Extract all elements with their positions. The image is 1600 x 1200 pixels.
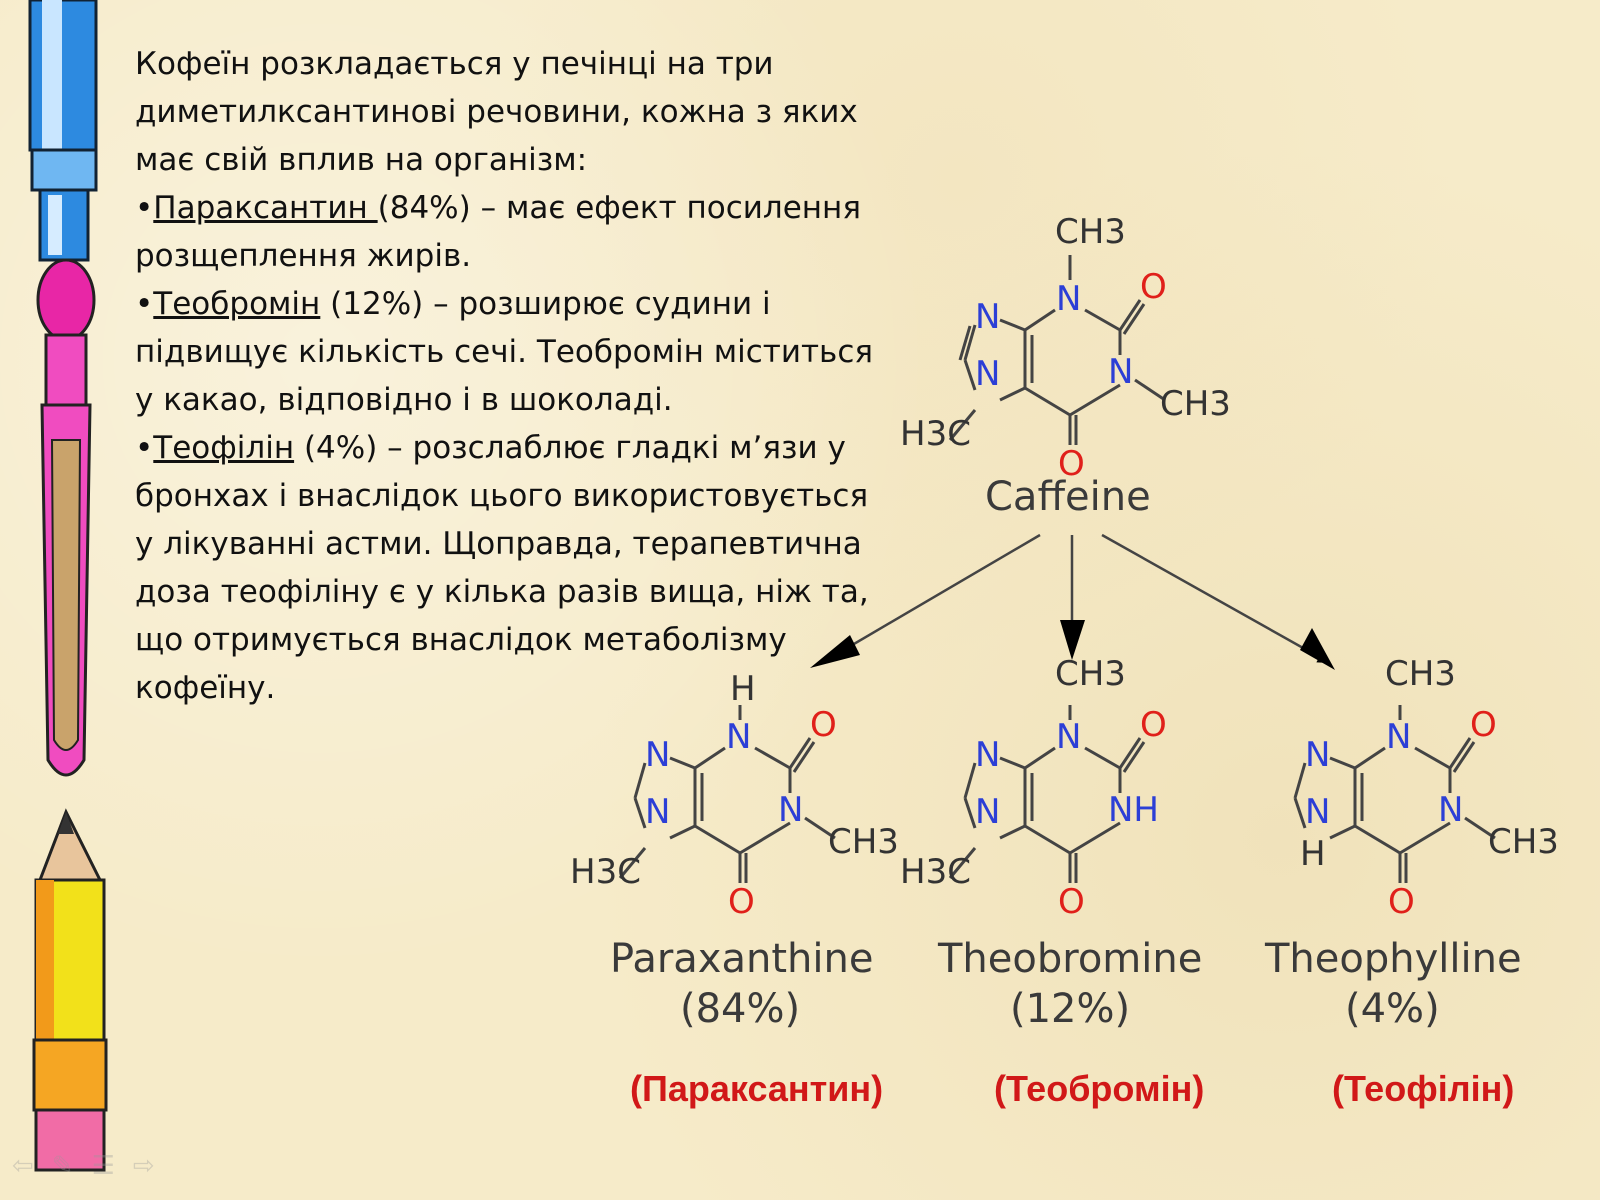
atom-n1: N — [1056, 717, 1081, 757]
atom-o-top: O — [1470, 705, 1497, 745]
atom-n7: N — [645, 735, 670, 775]
description-text: Кофеїн розкладається у печінці на три ди… — [135, 40, 895, 712]
atom-h: H — [730, 669, 756, 709]
paraxanthine-label: Paraxanthine — [610, 936, 873, 982]
atom-o-top: O — [1140, 267, 1167, 307]
forward-arrow-icon[interactable]: ⇨ — [132, 1150, 155, 1180]
paraxanthine-ukr-label: (Параксантин) — [630, 1068, 884, 1109]
art-tools-decoration — [28, 0, 108, 1172]
atom-n1: N — [1386, 717, 1411, 757]
atom-ch3-top: CH3 — [1055, 654, 1126, 694]
atom-nh: NH — [1108, 790, 1159, 830]
atom-n1: N — [726, 717, 751, 757]
atom-h3c: H3C — [900, 852, 971, 892]
paraxanthine-structure: H N O N CH3 O N N H3C — [570, 669, 899, 922]
term-paraxanthine: Параксантин — [153, 190, 378, 226]
atom-n7: N — [975, 297, 1000, 337]
theophylline-structure: CH3 N O N CH3 O N N H — [1293, 654, 1559, 922]
atom-n3: N — [1108, 352, 1133, 392]
menu-icon[interactable]: ☰ — [91, 1150, 115, 1180]
theophylline-percent: (4%) — [1345, 986, 1440, 1032]
list-item-theophylline: •Теофілін (4%) – розслаблює гладкі м’язи… — [135, 430, 869, 706]
metabolism-arrows — [828, 533, 1330, 664]
atom-ch3: CH3 — [828, 822, 899, 862]
caffeine-structure: CH3 N O N CH3 O N N H3C — [900, 212, 1231, 484]
atom-o-top: O — [810, 705, 837, 745]
atom-n9: N — [645, 792, 670, 832]
atom-n9: N — [1305, 792, 1330, 832]
arrow-to-paraxanthine — [828, 533, 1041, 660]
atom-o-bottom: O — [1058, 882, 1085, 922]
brush-icon — [36, 258, 96, 777]
theobromine-ukr-label: (Теобромін) — [994, 1068, 1205, 1109]
atom-h-bottom: H — [1300, 834, 1326, 874]
atom-ch3-top: CH3 — [1055, 212, 1126, 252]
pen-icon — [28, 0, 98, 262]
intro-paragraph: Кофеїн розкладається у печінці на три ди… — [135, 46, 858, 178]
theophylline-ukr-label: (Теофілін) — [1332, 1068, 1515, 1109]
pencil-icon — [32, 808, 108, 1172]
theobromine-structure: CH3 N O NH O N N H3C — [900, 654, 1167, 922]
arrow-to-theophylline — [1101, 533, 1330, 664]
atom-ch3-right: CH3 — [1160, 384, 1231, 424]
atom-ch3: CH3 — [1488, 822, 1559, 862]
slide-nav: ⇦ ✎ ☰ ⇨ — [12, 1150, 155, 1181]
atom-n3: N — [778, 790, 803, 830]
atom-n7: N — [975, 735, 1000, 775]
paraxanthine-percent: (84%) — [680, 986, 800, 1032]
term-theobromine: Теобромін — [153, 286, 321, 322]
atom-n1: N — [1056, 279, 1081, 319]
atom-ch3-top: CH3 — [1385, 654, 1456, 694]
arrowhead-left-icon — [810, 635, 860, 668]
atom-n3: N — [1438, 790, 1463, 830]
theophylline-label: Theophylline — [1264, 936, 1522, 982]
atom-n7: N — [1305, 735, 1330, 775]
pen-tool-icon[interactable]: ✎ — [51, 1150, 74, 1180]
arrowhead-right-icon — [1300, 628, 1335, 670]
theobromine-percent: (12%) — [1010, 986, 1130, 1032]
list-item-theobromine: •Теобромін (12%) – розширює судини і під… — [135, 286, 874, 418]
atom-o-bottom: O — [1388, 882, 1415, 922]
atom-h3c: H3C — [900, 414, 971, 454]
atom-o-top: O — [1140, 705, 1167, 745]
caffeine-label: Caffeine — [985, 474, 1151, 520]
theobromine-label: Theobromine — [937, 936, 1202, 982]
atom-n9: N — [975, 792, 1000, 832]
caffeine-metabolism-diagram: CH3 N O N CH3 O N N H3C Caffeine — [570, 212, 1559, 1032]
atom-h3c: H3C — [570, 852, 641, 892]
atom-n9: N — [975, 354, 1000, 394]
back-arrow-icon[interactable]: ⇦ — [12, 1150, 34, 1180]
arrowhead-middle-icon — [1060, 620, 1085, 660]
atom-o-bottom: O — [728, 882, 755, 922]
atom-o-bottom: O — [1058, 444, 1085, 484]
list-item-paraxanthine: •Параксантин (84%) – має ефект посилення… — [135, 190, 861, 274]
term-theophylline: Теофілін — [153, 430, 295, 466]
